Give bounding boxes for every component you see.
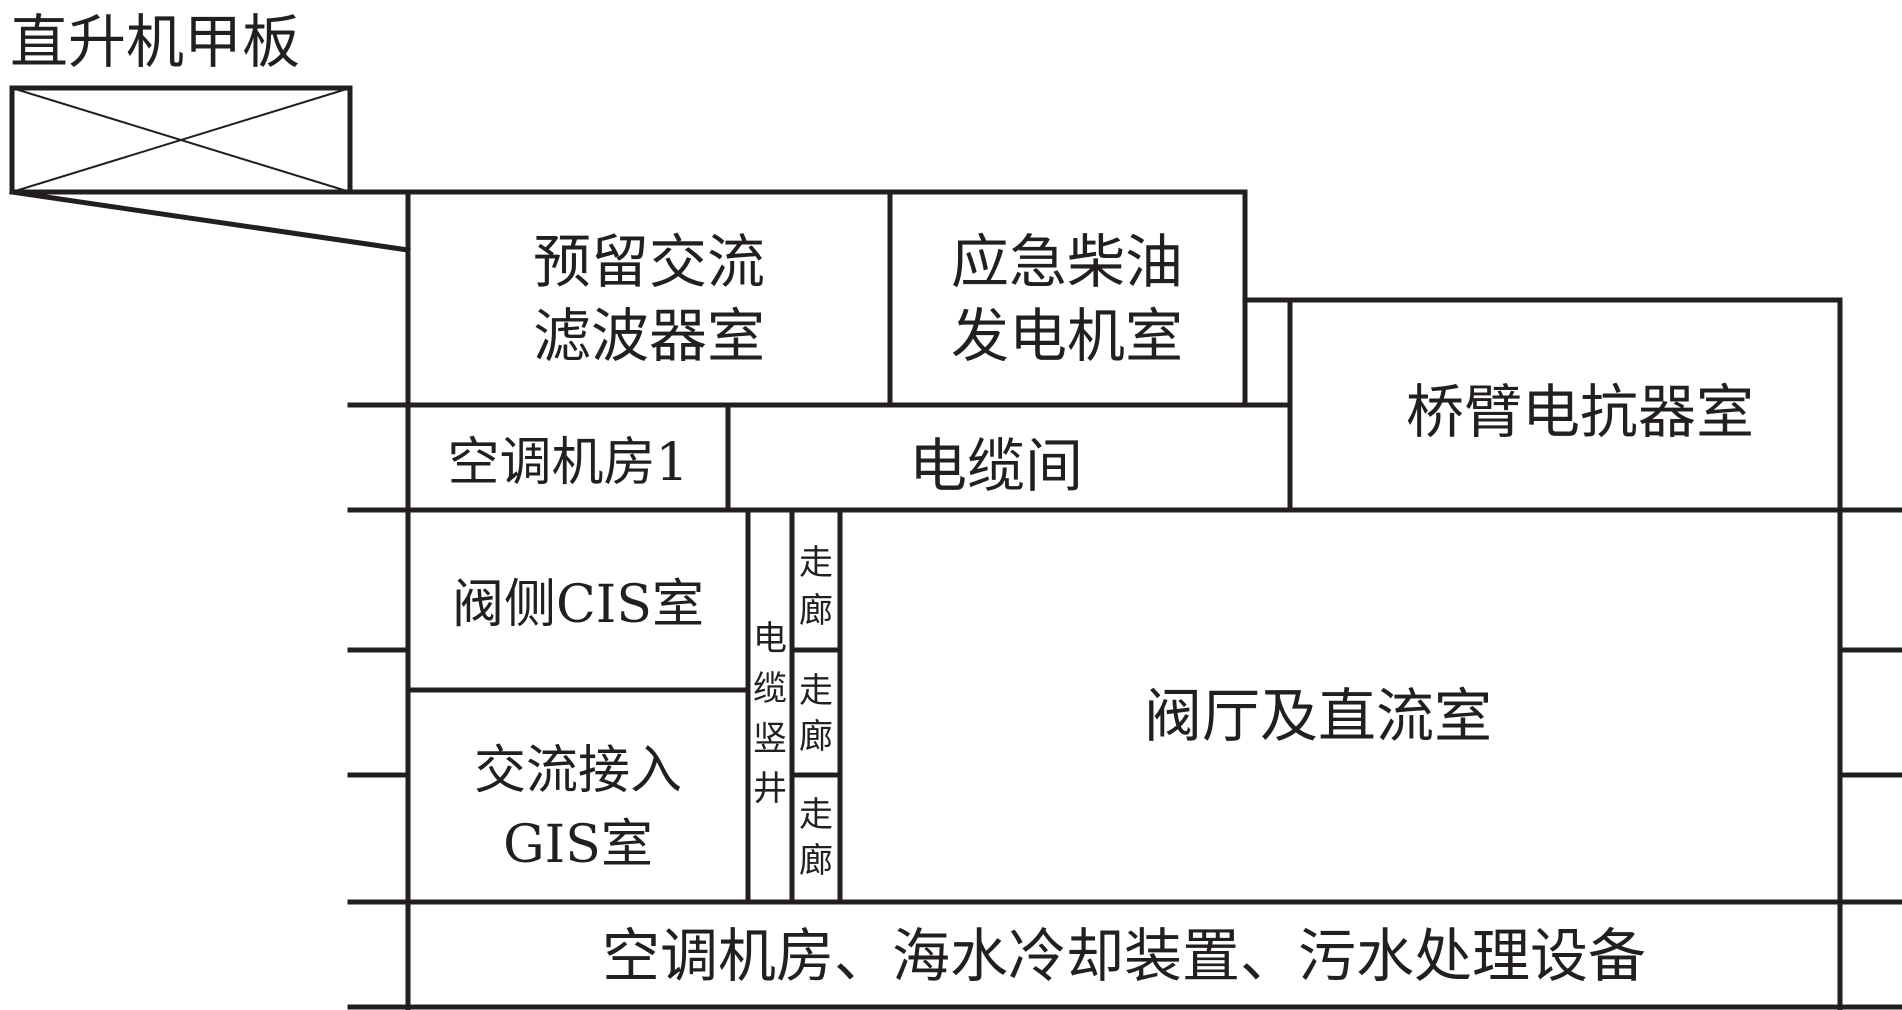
corridor-1-char-1: 走 [799,543,833,583]
helideck-label: 直升机甲板 [10,8,300,76]
corridor-3-char-1: 走 [799,795,833,835]
corridor-2-char-1: 走 [799,671,833,711]
bottom-deck-label: 空调机房、海水冷却装置、污水处理设备 [602,922,1646,990]
corridor-3-char-2: 廊 [799,841,833,881]
cable-room-label: 电缆间 [909,432,1083,500]
ac-filter-room-line1: 预留交流 [533,228,765,296]
ac-filter-room-line2: 滤波器室 [533,302,765,370]
corridor-2-char-2: 廊 [799,717,833,757]
corridor-1-char-2: 廊 [799,591,833,631]
ac-gis-room-line1: 交流接入 [474,741,682,801]
ac-gis-room-line2: GIS室 [503,815,653,875]
ac-room-1-label: 空调机房1 [447,433,688,493]
helideck-frame [9,85,353,195]
cable-shaft-char-4: 井 [753,769,787,809]
valve-hall-label: 阀厅及直流室 [1144,682,1492,750]
cable-shaft-char-3: 竖 [753,719,787,759]
helideck: 直升机甲板 [9,8,411,253]
cable-shaft-char-1: 电 [753,619,787,659]
helideck-cross-2 [11,87,351,193]
room-labels: 预留交流 滤波器室 应急柴油 发电机室 桥臂电抗器室 空调机房1 电缆间 阀侧C… [447,228,1754,990]
helideck-support [9,189,411,253]
bridge-reactor-room-label: 桥臂电抗器室 [1406,378,1754,446]
diesel-room-line1: 应急柴油 [951,228,1183,296]
valve-gis-room-label: 阀侧CIS室 [452,575,704,635]
cable-shaft-char-2: 缆 [753,669,787,709]
structure-lines [347,189,1902,1010]
diesel-room-line2: 发电机室 [951,302,1183,370]
